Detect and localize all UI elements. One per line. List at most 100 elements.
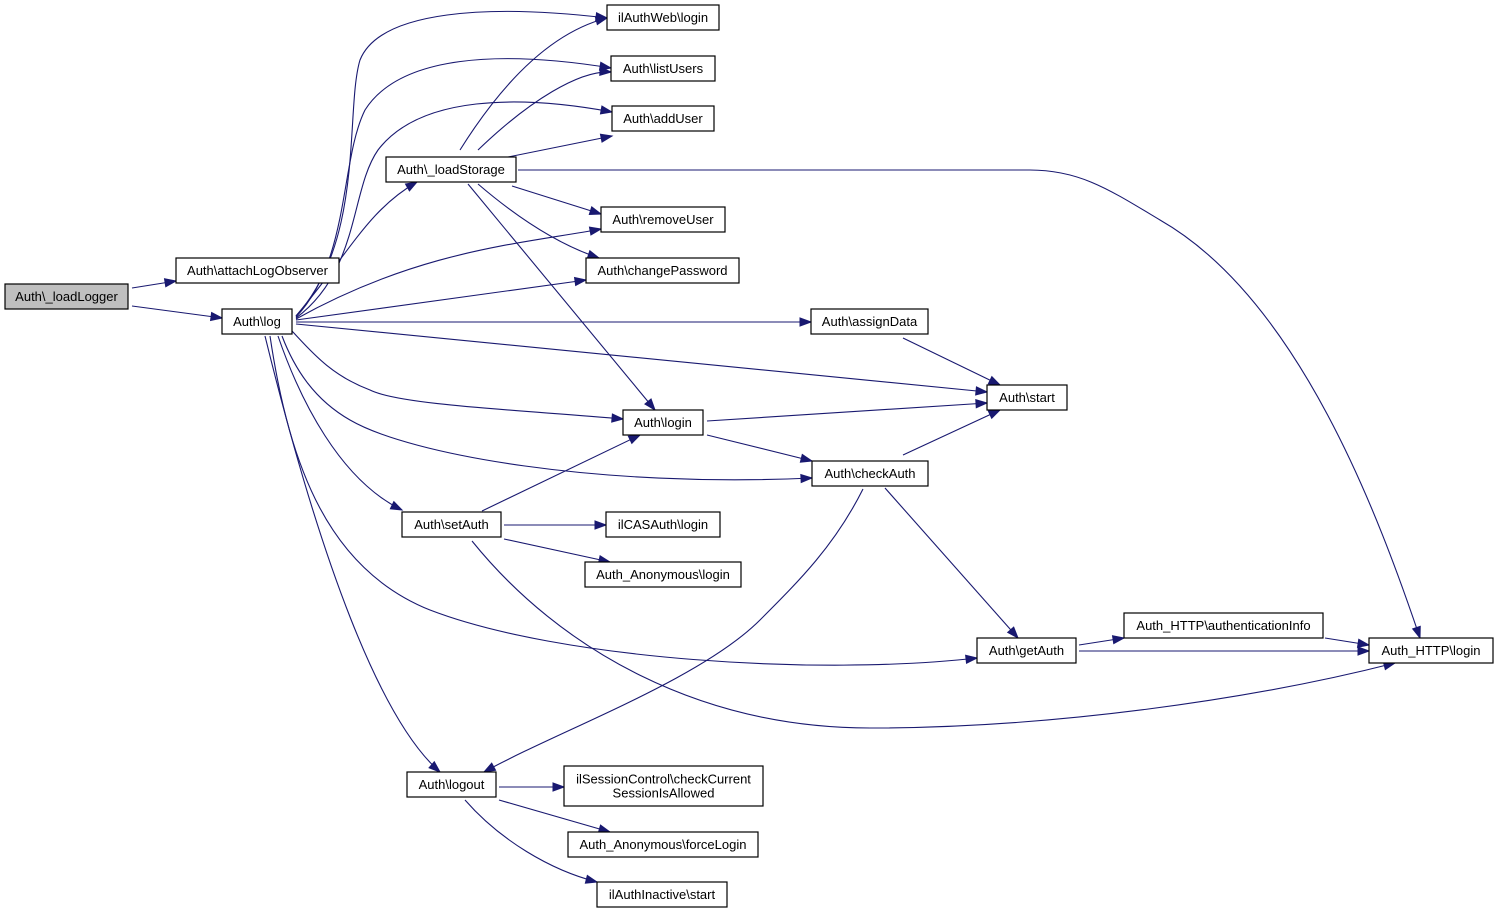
node-box [406,771,497,798]
node-anonLogin[interactable]: Auth_Anonymous\login [584,561,742,588]
edge-line [281,335,813,481]
node-label: Auth\attachLogObserver [187,263,329,278]
node-label: SessionIsAllowed [613,786,715,801]
edge-sessionCheck-to-logout [499,782,566,792]
node-checkAuth[interactable]: Auth\checkAuth [811,460,929,487]
node-listUsers[interactable]: Auth\listUsers [610,55,716,82]
arrow-head-icon [584,874,599,884]
node-ilAuthWebLogin[interactable]: ilAuthWeb\login [606,4,720,31]
node-setAuth[interactable]: Auth\setAuth [401,511,502,538]
node-label: ilCASAuth\login [618,517,708,532]
node-label: ilAuthWeb\login [618,10,708,25]
edge-line [518,169,1421,639]
node-box [4,283,129,310]
edge-line [706,402,988,422]
node-loadStorage[interactable]: Auth\_loadStorage [385,156,517,183]
node-assignData[interactable]: Auth\assignData [810,308,929,335]
edge-line [902,409,1001,456]
edge-logout-to-checkAuth [482,488,864,773]
node-loadLogger[interactable]: Auth\_loadLogger [4,283,129,310]
arrow-head-icon [573,276,588,287]
edge-start-to-log [295,323,989,396]
edge-start-to-assignData [902,337,1002,386]
node-sessionCheck[interactable]: ilSessionControl\checkCurrentSessionIsAl… [563,765,764,807]
node-forceLogin[interactable]: Auth_Anonymous\forceLogin [567,831,759,858]
edge-line [295,58,612,318]
arrow-head-icon [799,453,814,463]
arrow-head-icon [965,654,979,664]
node-box [401,511,502,538]
node-label: Auth\login [634,415,692,430]
node-ilAuthInactiveStart[interactable]: ilAuthInactive\start [596,881,728,908]
edge-httpAuthInfo-to-getAuth [1078,635,1126,646]
node-box [585,257,740,284]
arrow-head-icon [586,249,601,259]
edge-line [277,335,403,511]
node-label: ilSessionControl\checkCurrent [576,772,751,787]
edge-start-to-login [706,399,989,422]
node-addUser[interactable]: Auth\addUser [611,105,715,132]
node-httpLogin[interactable]: Auth_HTTP\login [1368,637,1494,664]
edge-addUser-to-loadStorage [507,133,614,158]
edge-line [507,135,613,158]
edge-line [902,337,1001,386]
edge-logout-to-log [264,335,442,773]
edge-line [131,305,223,319]
node-label: Auth\logout [419,777,485,792]
edge-line [459,17,608,151]
arrow-head-icon [428,760,442,773]
edge-line [481,434,641,512]
node-box [567,831,759,858]
node-box [811,460,929,487]
arrow-head-icon [599,133,614,143]
node-box [385,156,517,183]
edge-line [498,799,611,833]
node-box [610,55,716,82]
arrow-head-icon [209,311,224,322]
node-httpAuthInfo[interactable]: Auth_HTTP\authenticationInfo [1123,612,1324,639]
arrow-head-icon [163,278,178,288]
node-box [1368,637,1494,664]
arrow-head-icon [975,399,989,409]
node-box [976,637,1077,664]
arrow-head-icon [404,181,419,192]
node-attachLogObserver[interactable]: Auth\attachLogObserver [175,257,340,284]
arrow-head-icon [588,206,603,216]
arrow-head-icon [987,409,1002,420]
node-removeUser[interactable]: Auth\removeUser [600,206,726,233]
edge-line [295,228,602,320]
edge-removeUser-to-loadStorage [511,185,603,216]
node-box [606,4,720,31]
arrow-head-icon [594,520,608,530]
node-getAuth[interactable]: Auth\getAuth [976,637,1077,664]
edge-line [471,540,1396,729]
node-label: ilAuthInactive\start [609,887,716,902]
node-changePassword[interactable]: Auth\changePassword [585,257,740,284]
arrow-head-icon [799,317,813,327]
node-label: Auth\setAuth [414,517,488,532]
node-logout[interactable]: Auth\logout [406,771,497,798]
node-box [175,257,340,284]
edge-line [264,335,441,773]
arrow-head-icon [599,105,614,115]
edge-line [503,538,611,563]
node-box [986,384,1068,411]
node-log[interactable]: Auth\log [221,308,293,335]
edge-line [464,799,598,883]
node-ilCASAuthLogin[interactable]: ilCASAuth\login [605,511,721,538]
edge-setAuth-to-log [277,335,404,511]
node-login[interactable]: Auth\login [622,409,704,436]
node-label: Auth_Anonymous\forceLogin [580,837,747,852]
node-label: Auth\addUser [623,111,703,126]
arrow-head-icon [552,782,566,792]
node-box [810,308,929,335]
node-start[interactable]: Auth\start [986,384,1068,411]
edge-httpLogin-to-getAuth [1079,646,1371,656]
node-label: Auth_HTTP\login [1382,643,1481,658]
edge-listUsers-to-loadStorage [477,66,613,151]
edges-layer [131,10,1421,884]
edge-log-to-loadLogger [131,305,224,322]
edge-line [706,434,813,462]
arrow-head-icon [1006,626,1019,640]
